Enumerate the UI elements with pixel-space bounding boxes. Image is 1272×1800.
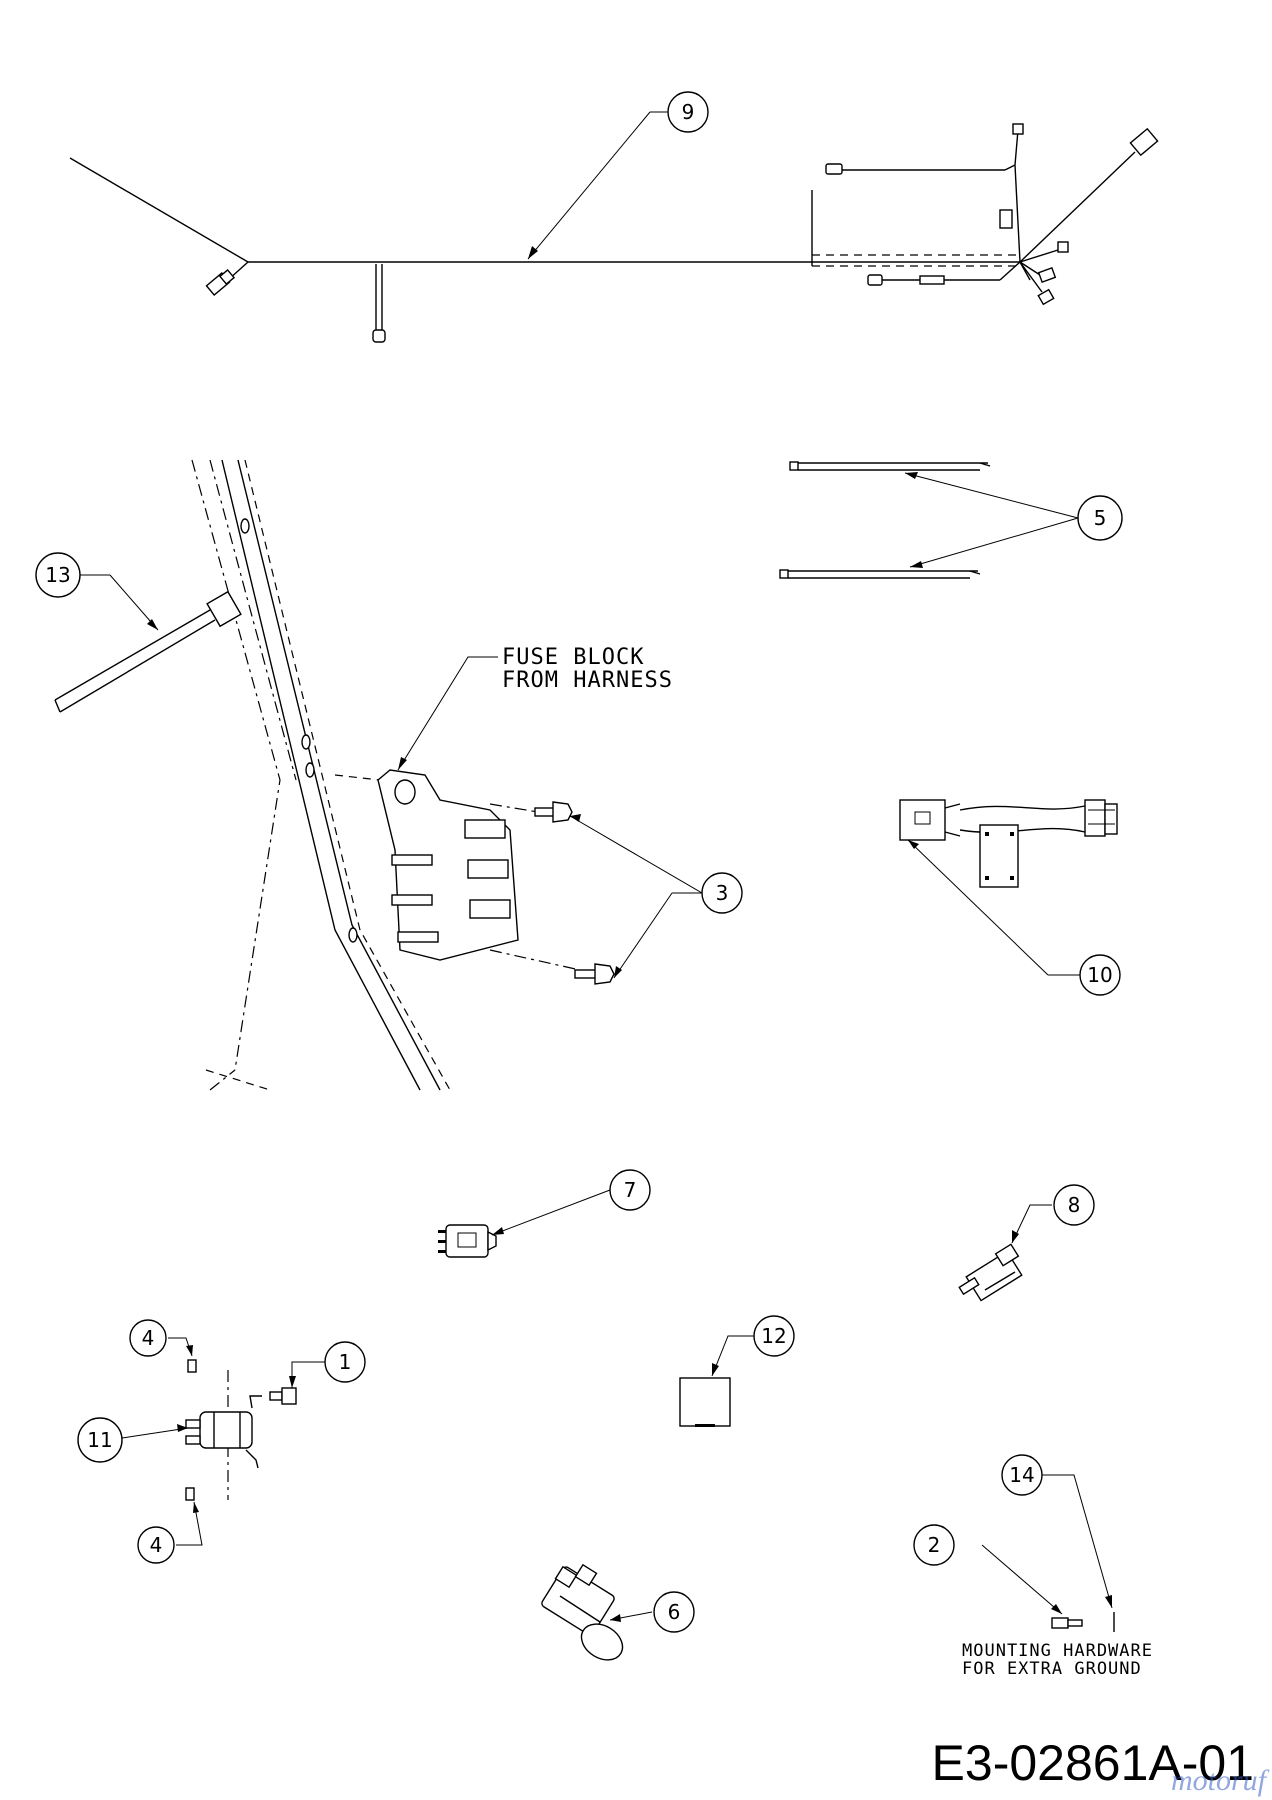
callout-10: 10 <box>1079 954 1121 996</box>
callout-6: 6 <box>653 1591 695 1633</box>
leader-3b <box>613 892 673 979</box>
leader-9 <box>527 111 651 260</box>
svg-text:3: 3 <box>716 881 729 905</box>
svg-text:1: 1 <box>339 1350 352 1374</box>
leader-8 <box>1011 1204 1052 1244</box>
part-11-solenoid <box>185 1359 297 1501</box>
svg-text:4: 4 <box>142 1326 155 1350</box>
leader-10 <box>907 839 1049 976</box>
callout-2: 2 <box>913 1524 955 1566</box>
fuse-block-note-line1: FUSE BLOCK <box>502 645 644 670</box>
callout-12: 12 <box>753 1315 795 1357</box>
part-7-plug <box>438 1224 497 1258</box>
callout-4-bottom: 4 <box>137 1526 175 1564</box>
callout-13: 13 <box>35 552 81 598</box>
callout-11: 11 <box>77 1417 123 1463</box>
callout-9: 9 <box>667 91 709 133</box>
wiring-harness <box>69 123 1159 343</box>
fuse-block <box>377 769 581 971</box>
svg-text:14: 14 <box>1009 1463 1034 1487</box>
leader-7 <box>491 1189 611 1236</box>
svg-text:6: 6 <box>668 1600 681 1624</box>
callout-1: 1 <box>324 1341 366 1383</box>
mounting-note-line2: FOR EXTRA GROUND <box>962 1659 1142 1679</box>
leader-14 <box>1042 1474 1113 1609</box>
svg-text:2: 2 <box>928 1533 941 1557</box>
ground-hardware <box>1051 1612 1115 1632</box>
leader-5a <box>904 472 1079 519</box>
part-12-cover <box>679 1377 731 1427</box>
drawing-number: E3-02861A-01 <box>931 1735 1254 1791</box>
callout-14: 14 <box>1001 1454 1043 1496</box>
callout-4-top: 4 <box>129 1319 167 1357</box>
svg-text:4: 4 <box>150 1533 163 1557</box>
leader-11 <box>121 1427 189 1439</box>
leader-5b <box>909 517 1079 568</box>
cable-ties <box>779 461 991 579</box>
svg-text:7: 7 <box>624 1178 637 1202</box>
fuse-block-note-line2: FROM HARNESS <box>502 668 673 693</box>
leader-12 <box>711 1335 754 1377</box>
mounting-note-line1: MOUNTING HARDWARE <box>962 1641 1153 1661</box>
svg-text:11: 11 <box>87 1428 112 1452</box>
leader-fuse-block <box>397 656 498 771</box>
svg-text:9: 9 <box>682 100 695 124</box>
part-8-switch <box>958 1243 1023 1302</box>
leader-4b <box>176 1501 203 1546</box>
frame-rail <box>191 459 451 1091</box>
callout-3: 3 <box>701 872 743 914</box>
svg-text:8: 8 <box>1068 1193 1081 1217</box>
part-6-key-switch <box>541 1563 624 1661</box>
svg-text:10: 10 <box>1087 963 1112 987</box>
svg-text:5: 5 <box>1094 506 1107 530</box>
adapter-harness <box>899 799 1118 888</box>
svg-text:12: 12 <box>761 1324 786 1348</box>
callout-5: 5 <box>1077 495 1123 541</box>
leader-1 <box>291 1361 325 1388</box>
screws <box>534 801 615 985</box>
callout-8: 8 <box>1053 1184 1095 1226</box>
part-13-lead <box>54 590 242 713</box>
callout-7: 7 <box>609 1169 651 1211</box>
leader-2 <box>981 1544 1063 1615</box>
svg-text:13: 13 <box>45 563 70 587</box>
leader-3a <box>569 815 703 894</box>
leader-13 <box>109 574 159 631</box>
watermark-logo: motoruf <box>1170 1764 1266 1797</box>
